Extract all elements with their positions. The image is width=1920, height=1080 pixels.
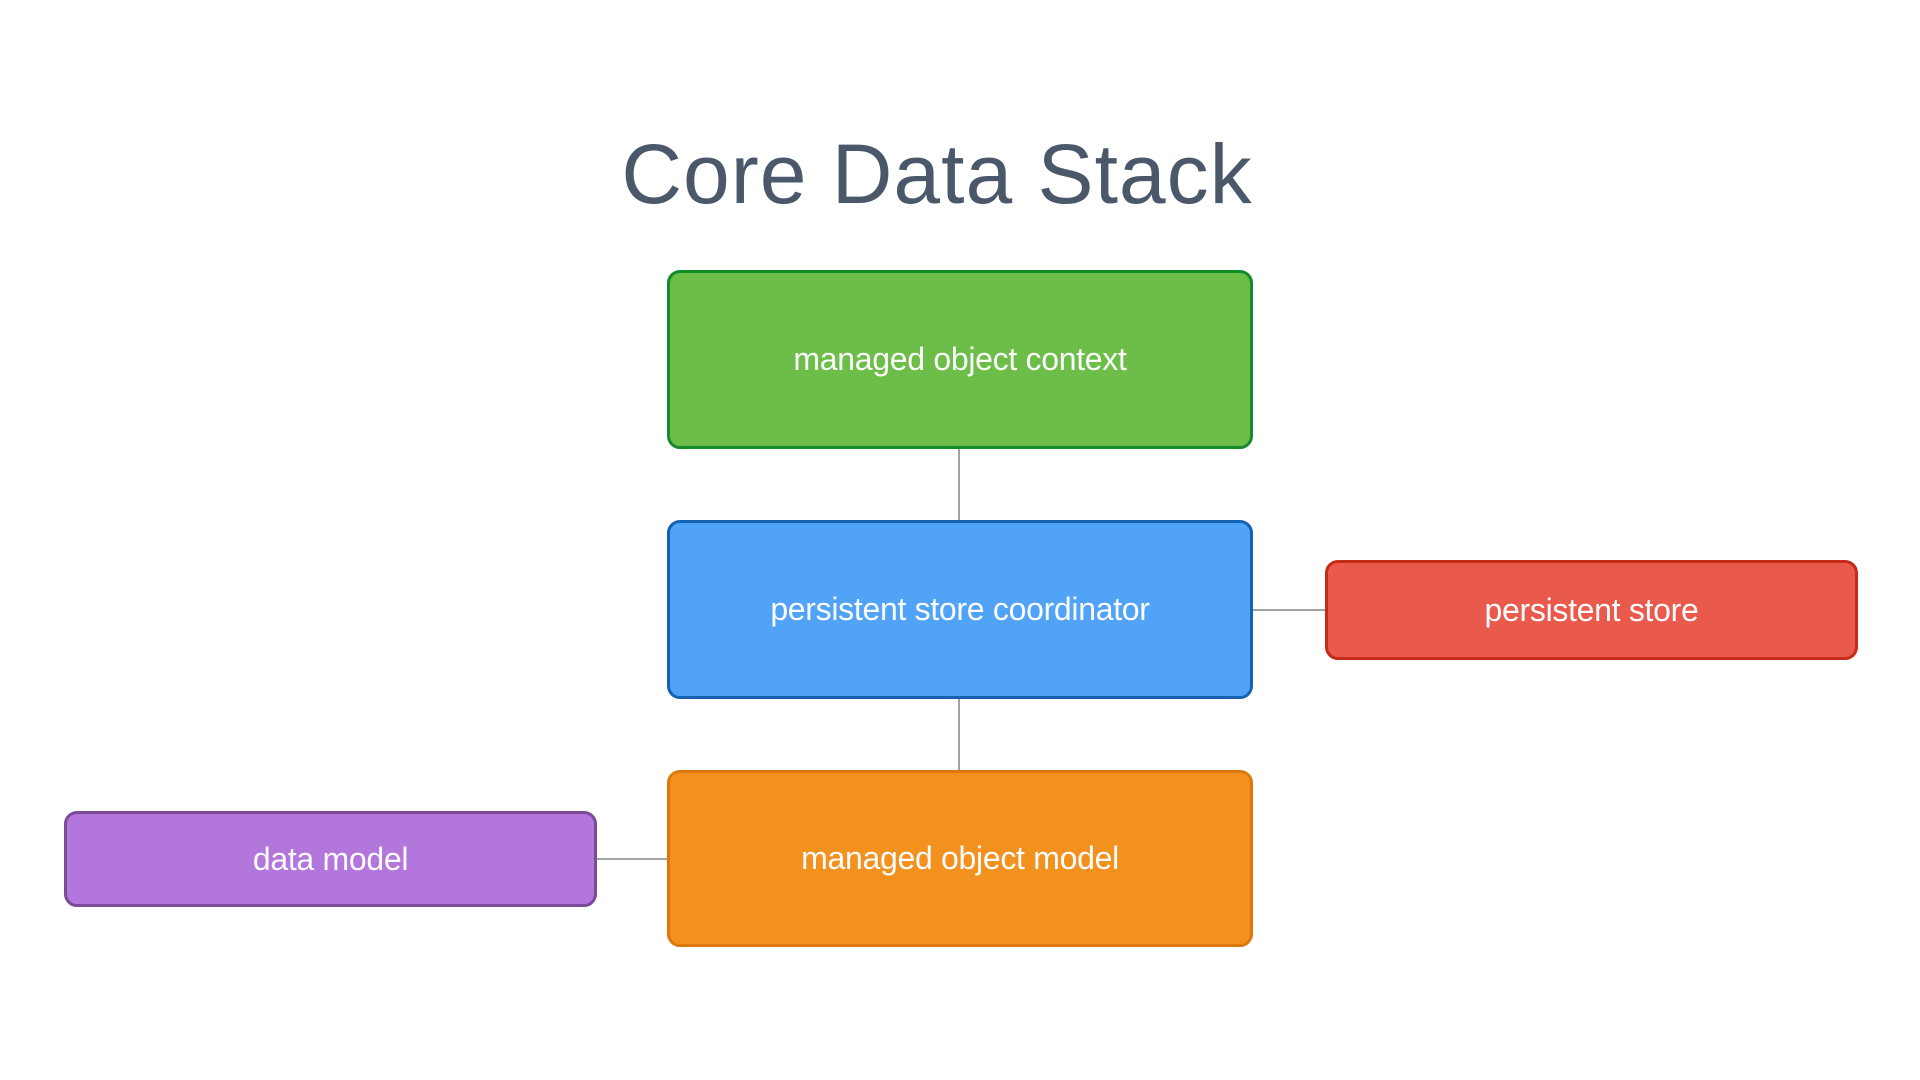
connector-persistent-store-coordinator-to-persistent-store xyxy=(1253,609,1325,611)
connector-data-model-to-managed-object-model xyxy=(597,858,667,860)
node-persistent-store: persistent store xyxy=(1325,560,1858,660)
node-label-managed-object-model: managed object model xyxy=(801,840,1119,876)
node-label-data-model: data model xyxy=(252,840,409,877)
node-managed-object-model: managed object model xyxy=(667,770,1253,947)
node-persistent-store-coordinator: persistent store coordinator xyxy=(667,520,1253,699)
connector-persistent-store-coordinator-to-managed-object-model xyxy=(958,699,960,770)
connector-managed-object-context-to-persistent-store-coordinator xyxy=(958,449,960,520)
node-data-model: data model xyxy=(64,811,597,907)
node-label-managed-object-context: managed object context xyxy=(793,341,1127,377)
node-label-persistent-store-coordinator: persistent store coordinator xyxy=(770,591,1150,627)
node-managed-object-context: managed object context xyxy=(667,270,1253,449)
diagram-title: Core Data Stack xyxy=(621,127,1253,221)
node-label-persistent-store: persistent store xyxy=(1484,591,1699,628)
